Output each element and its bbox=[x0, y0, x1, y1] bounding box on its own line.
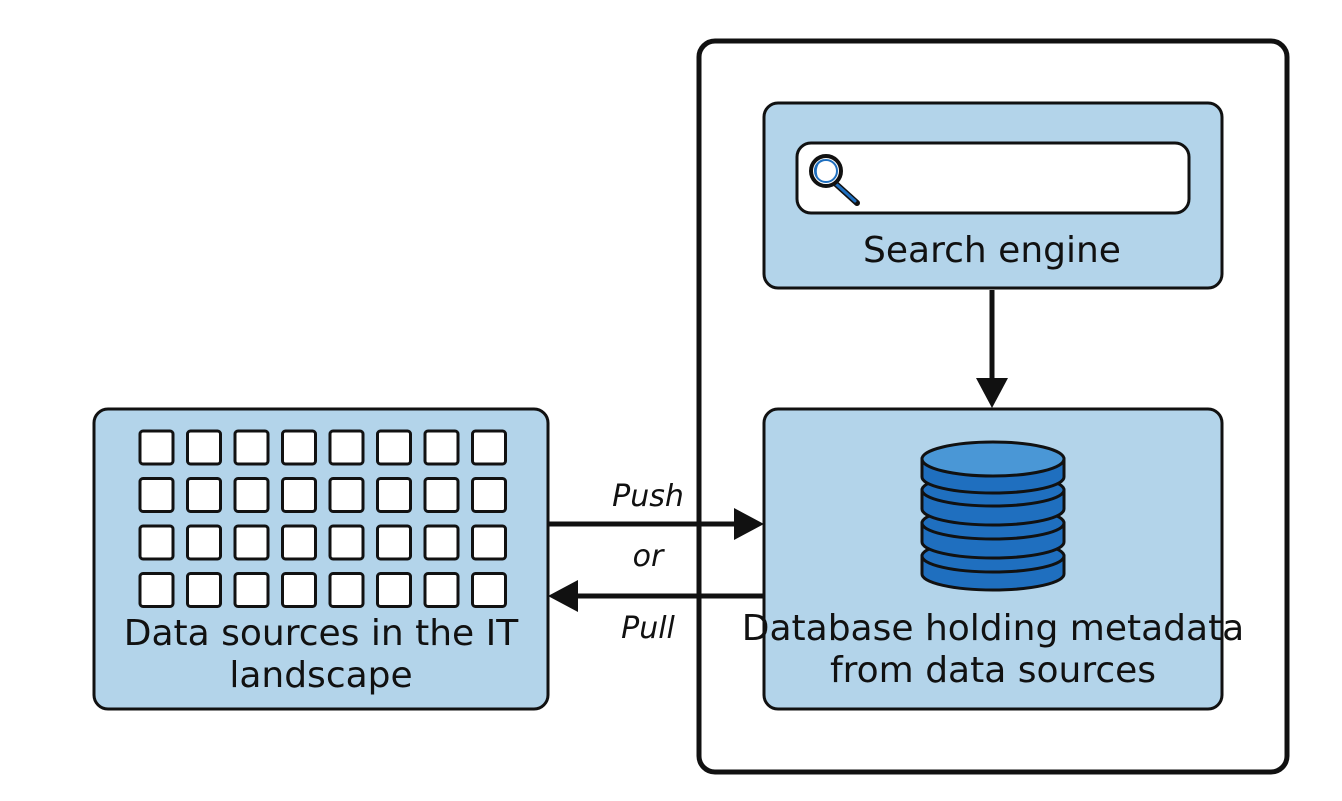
data-source-square bbox=[423, 477, 460, 513]
magnifier-icon bbox=[809, 154, 860, 206]
push-label: Push bbox=[612, 479, 684, 514]
data-source-square bbox=[186, 524, 222, 561]
search-engine-box: Search engine bbox=[762, 101, 1224, 290]
data-source-square bbox=[376, 429, 412, 466]
data-source-square bbox=[186, 477, 222, 513]
database-icon bbox=[920, 440, 1066, 592]
data-source-square bbox=[233, 572, 270, 608]
data-source-square bbox=[138, 524, 175, 561]
search-field[interactable] bbox=[795, 141, 1191, 215]
data-source-square bbox=[328, 429, 365, 466]
data-source-square bbox=[138, 572, 175, 608]
pull-label: Pull bbox=[621, 611, 675, 646]
data-source-square bbox=[328, 572, 365, 608]
search-to-database-arrowhead bbox=[976, 378, 1008, 408]
data-source-square bbox=[376, 477, 412, 513]
data-source-square bbox=[376, 524, 412, 561]
data-source-square bbox=[328, 477, 365, 513]
data-source-square bbox=[471, 429, 507, 466]
data-source-square bbox=[423, 524, 460, 561]
data-source-square bbox=[281, 477, 317, 513]
data-source-square bbox=[471, 477, 507, 513]
data-source-square bbox=[233, 477, 270, 513]
data-source-square bbox=[328, 524, 365, 561]
data-sources-box: Data sources in the IT landscape bbox=[92, 407, 550, 711]
data-source-grid bbox=[138, 429, 507, 608]
data-source-square bbox=[471, 524, 507, 561]
data-source-square bbox=[423, 572, 460, 608]
database-label-line2: from data sources bbox=[830, 650, 1156, 691]
data-source-square bbox=[186, 572, 222, 608]
data-source-square bbox=[186, 429, 222, 466]
pull-arrowhead bbox=[548, 580, 578, 612]
data-source-square bbox=[138, 477, 175, 513]
push-arrowhead bbox=[734, 508, 764, 540]
data-source-square bbox=[471, 572, 507, 608]
data-source-square bbox=[423, 429, 460, 466]
data-source-square bbox=[281, 524, 317, 561]
data-source-square bbox=[281, 572, 317, 608]
data-source-square bbox=[281, 429, 317, 466]
search-engine-label: Search engine bbox=[863, 230, 1121, 271]
data-source-square bbox=[138, 429, 175, 466]
or-label: or bbox=[633, 539, 665, 574]
data-sources-label-line1: Data sources in the IT bbox=[124, 613, 520, 654]
data-source-square bbox=[233, 524, 270, 561]
data-source-square bbox=[233, 429, 270, 466]
database-box: Database holding metadata from data sour… bbox=[742, 407, 1245, 711]
data-sources-label-line2: landscape bbox=[229, 655, 412, 696]
data-source-square bbox=[376, 572, 412, 608]
database-label-line1: Database holding metadata bbox=[742, 608, 1245, 649]
